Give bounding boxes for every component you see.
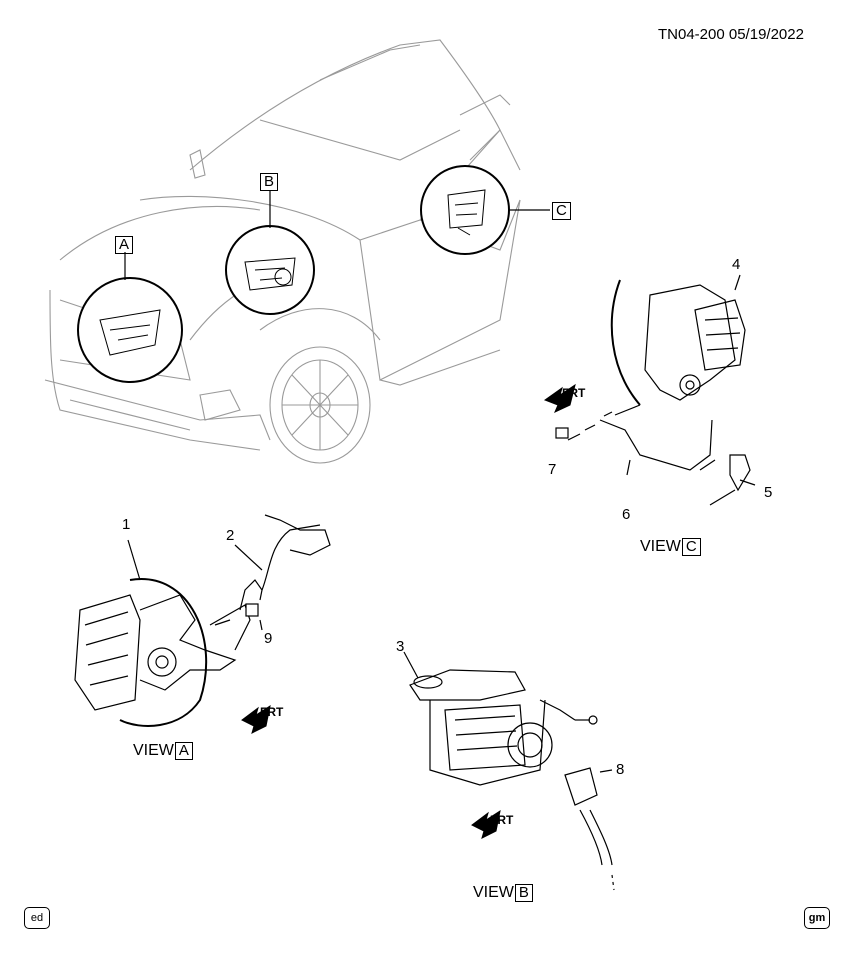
vehicle-wheel bbox=[269, 346, 371, 464]
footer-badge-right: gm bbox=[804, 907, 830, 929]
frt-label-view-c: FRT bbox=[562, 386, 586, 400]
view-a-bolt bbox=[245, 603, 259, 617]
locator-circles bbox=[77, 165, 510, 383]
view-label-a-letter: A bbox=[174, 742, 193, 760]
view-label-b: VIEW B bbox=[473, 884, 533, 902]
locator-letter-a: A bbox=[115, 236, 134, 254]
view-label-c-prefix: VIEW bbox=[640, 538, 681, 555]
view-label-b-letter: B bbox=[514, 884, 533, 902]
view-label-a: VIEW A bbox=[133, 742, 193, 760]
view-b-assembly bbox=[403, 651, 615, 891]
view-label-c: VIEW C bbox=[640, 538, 701, 556]
locator-letter-c: C bbox=[552, 202, 571, 220]
callout-6: 6 bbox=[622, 506, 631, 523]
view-label-c-letter: C bbox=[681, 538, 701, 556]
view-label-a-prefix: VIEW bbox=[133, 742, 174, 759]
frt-label-view-a: FRT bbox=[260, 705, 284, 719]
callout-4: 4 bbox=[732, 256, 741, 273]
callout-9: 9 bbox=[264, 630, 273, 647]
view-c-bolt bbox=[555, 427, 569, 439]
view-c-assembly bbox=[567, 274, 756, 506]
locator-details bbox=[99, 189, 486, 356]
callout-7: 7 bbox=[548, 461, 557, 478]
view-label-b-prefix: VIEW bbox=[473, 884, 514, 901]
frt-label-view-b: FRT bbox=[490, 813, 514, 827]
locator-a: A bbox=[114, 236, 134, 254]
locator-c: C bbox=[551, 202, 571, 220]
callout-1: 1 bbox=[122, 516, 131, 533]
locator-b: B bbox=[259, 173, 279, 191]
footer-badge-left: ed bbox=[24, 907, 50, 929]
locator-letter-b: B bbox=[260, 173, 279, 191]
callout-2: 2 bbox=[226, 527, 235, 544]
frt-arrows bbox=[241, 383, 576, 839]
callout-3: 3 bbox=[396, 638, 405, 655]
locator-leaders bbox=[124, 190, 550, 280]
view-a-assembly bbox=[74, 514, 331, 727]
callout-8: 8 bbox=[616, 761, 625, 778]
reference-number: TN04-200 05/19/2022 bbox=[658, 26, 804, 43]
callout-5: 5 bbox=[764, 484, 773, 501]
